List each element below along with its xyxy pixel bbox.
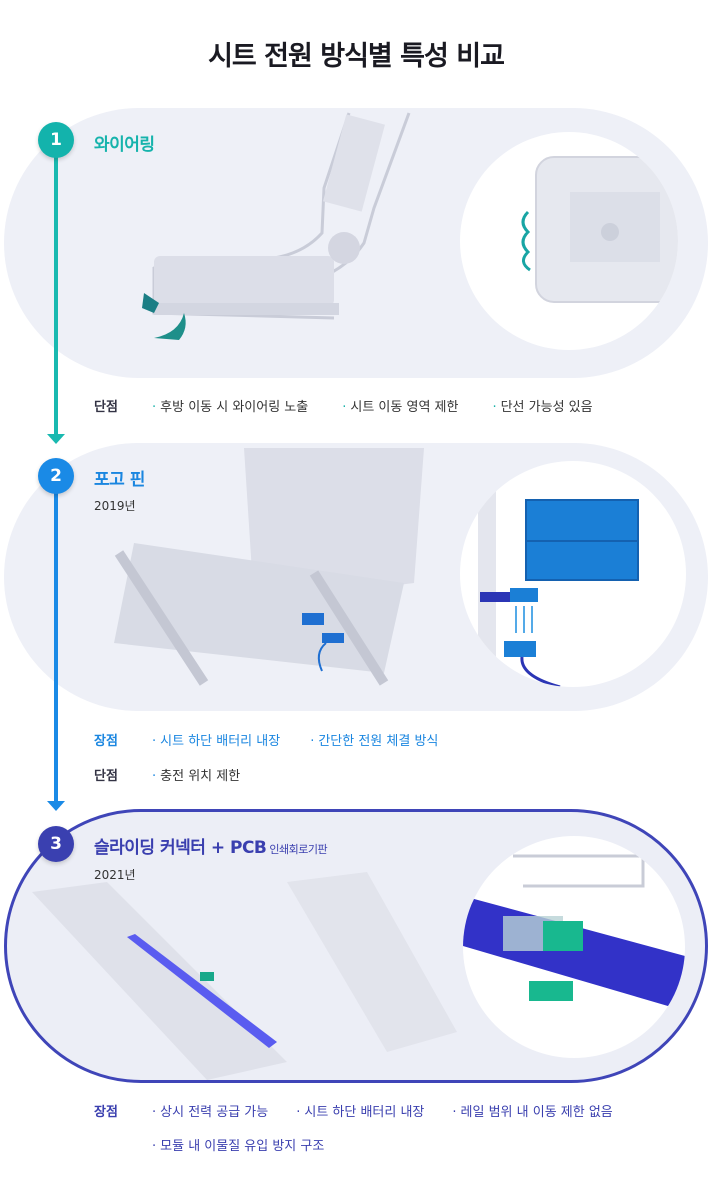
rail-connector-illustration (463, 854, 685, 1011)
seat-top-view-illustration (521, 156, 678, 303)
sliding-connector-panel (4, 809, 708, 1083)
pros-item: 시트 하단 배터리 내장 (152, 730, 280, 749)
timeline-arrow-icon (47, 801, 65, 811)
step-badge-2: 2 (38, 458, 74, 494)
cons-item: 시트 이동 영역 제한 (342, 396, 458, 415)
section-subtitle: 인쇄회로기판 (269, 843, 328, 856)
pros-item: 간단한 전원 체결 방식 (310, 730, 438, 749)
pros-row: 장점 시트 하단 배터리 내장 간단한 전원 체결 방식 (94, 730, 468, 749)
sliding-connector-detail-circle (463, 836, 685, 1058)
timeline-connector-1 (54, 150, 58, 435)
page-title: 시트 전원 방식별 특성 비교 (208, 41, 505, 72)
timeline-connector-2 (54, 486, 58, 802)
pros-label: 장점 (94, 734, 118, 749)
pros-row-continued: 모듈 내 이물질 유입 방지 구조 (152, 1135, 352, 1154)
timeline-arrow-icon (47, 434, 65, 444)
section-title-text: 슬라이딩 커넥터 + PCB (94, 838, 267, 858)
wiring-panel (4, 108, 708, 378)
seat-iso-illustration (114, 448, 424, 686)
seat-rail-illustration (32, 872, 457, 1080)
pros-item: 시트 하단 배터리 내장 (296, 1101, 424, 1120)
pros-item: 상시 전력 공급 가능 (152, 1101, 268, 1120)
section-title-wiring: 와이어링 (94, 135, 155, 155)
cons-row: 단점 충전 위치 제한 (94, 765, 274, 784)
cons-item: 충전 위치 제한 (152, 765, 240, 784)
pogo-pin-detail-circle (460, 461, 686, 687)
wiring-detail-circle (460, 132, 678, 350)
step-badge-1: 1 (38, 122, 74, 158)
cons-label: 단점 (94, 400, 118, 415)
pros-item: 레일 범위 내 이동 제한 없음 (452, 1101, 613, 1120)
cons-row: 단점 후방 이동 시 와이어링 노출 시트 이동 영역 제한 단선 가능성 있음 (94, 396, 627, 415)
cons-item: 후방 이동 시 와이어링 노출 (152, 396, 308, 415)
pogo-pin-panel (4, 443, 708, 711)
pogo-connector-illustration (478, 491, 639, 687)
section-title-pogo-pin: 포고 핀 (94, 470, 145, 490)
cons-label: 단점 (94, 769, 118, 784)
section-year: 2019년 (94, 499, 136, 513)
step-badge-3: 3 (38, 826, 74, 862)
pros-label: 장점 (94, 1105, 118, 1120)
pros-item: 모듈 내 이물질 유입 방지 구조 (152, 1135, 324, 1154)
seat-side-illustration (142, 112, 411, 340)
cons-item: 단선 가능성 있음 (492, 396, 593, 415)
section-year: 2021년 (94, 868, 136, 882)
pros-row: 장점 상시 전력 공급 가능 시트 하단 배터리 내장 레일 범위 내 이동 제… (94, 1101, 641, 1120)
